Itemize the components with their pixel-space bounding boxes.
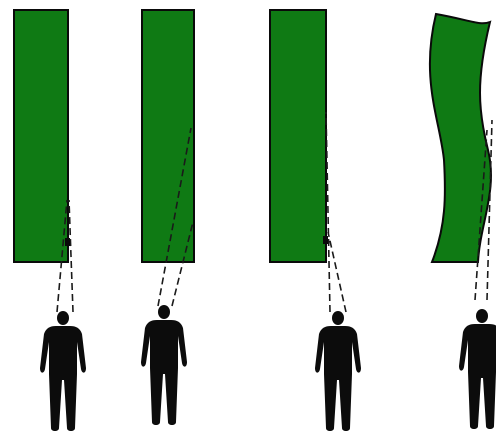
person-silhouette-icon [315, 326, 361, 431]
person-head-icon [332, 311, 344, 325]
green-panel-1 [14, 10, 68, 262]
person-head-icon [158, 305, 170, 319]
panel-group-3 [270, 10, 346, 312]
viewer-4 [459, 309, 496, 429]
viewer-1 [40, 311, 86, 431]
panel-group-4 [430, 14, 492, 300]
panel-3-mark [323, 236, 328, 244]
green-panel-2 [142, 10, 194, 262]
person-silhouette-icon [459, 324, 496, 429]
viewers-layer [40, 305, 496, 431]
viewer-2 [141, 305, 187, 425]
person-silhouette-icon [141, 320, 187, 425]
sight-lines-3 [326, 112, 346, 312]
green-panel-3 [270, 10, 326, 262]
panel-1-mark [65, 238, 70, 246]
viewer-3 [315, 311, 361, 431]
person-head-icon [476, 309, 488, 323]
panel-group-2 [142, 10, 194, 306]
panel-group-1 [14, 10, 73, 312]
person-head-icon [57, 311, 69, 325]
person-silhouette-icon [40, 326, 86, 431]
green-panel-4-wavy [430, 14, 491, 262]
